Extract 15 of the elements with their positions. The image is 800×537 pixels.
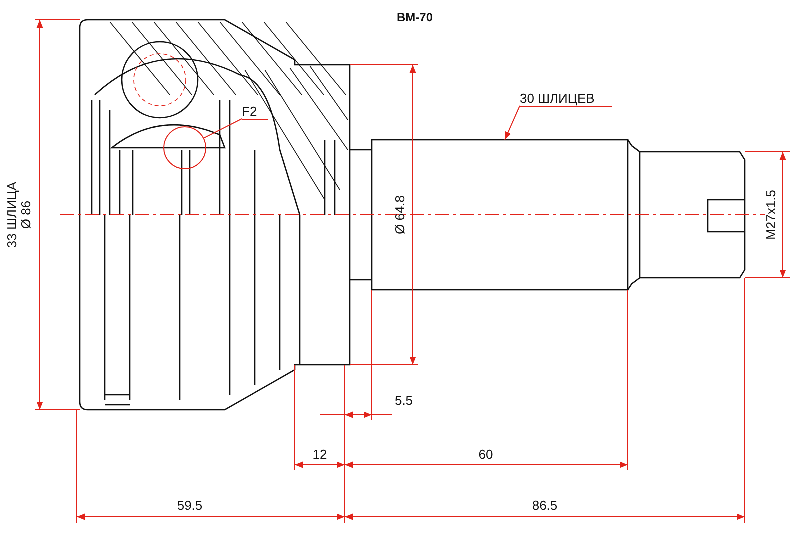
leader-line [203,118,242,139]
callout-label: 30 ШЛИЦЕВ [520,91,612,107]
leader-line [504,106,520,140]
part-number: BM-70 [397,10,433,26]
dimension-label: Ø 64.8 [392,195,408,235]
detail-circle [163,126,207,170]
dimension-label: 86.5 [532,498,558,513]
dimension-label: 59.5 [177,498,203,513]
dimension-label: Ø 86 [18,200,34,230]
spline-count-label: 33 ШЛИЦА [4,182,20,248]
dimension-label: 12 [312,447,328,462]
dimension-label: 5.5 [394,393,414,408]
callout-label: F2 [242,104,268,120]
dimension-label: 60 [478,447,494,462]
dimension-label: M27x1.5 [764,190,778,240]
